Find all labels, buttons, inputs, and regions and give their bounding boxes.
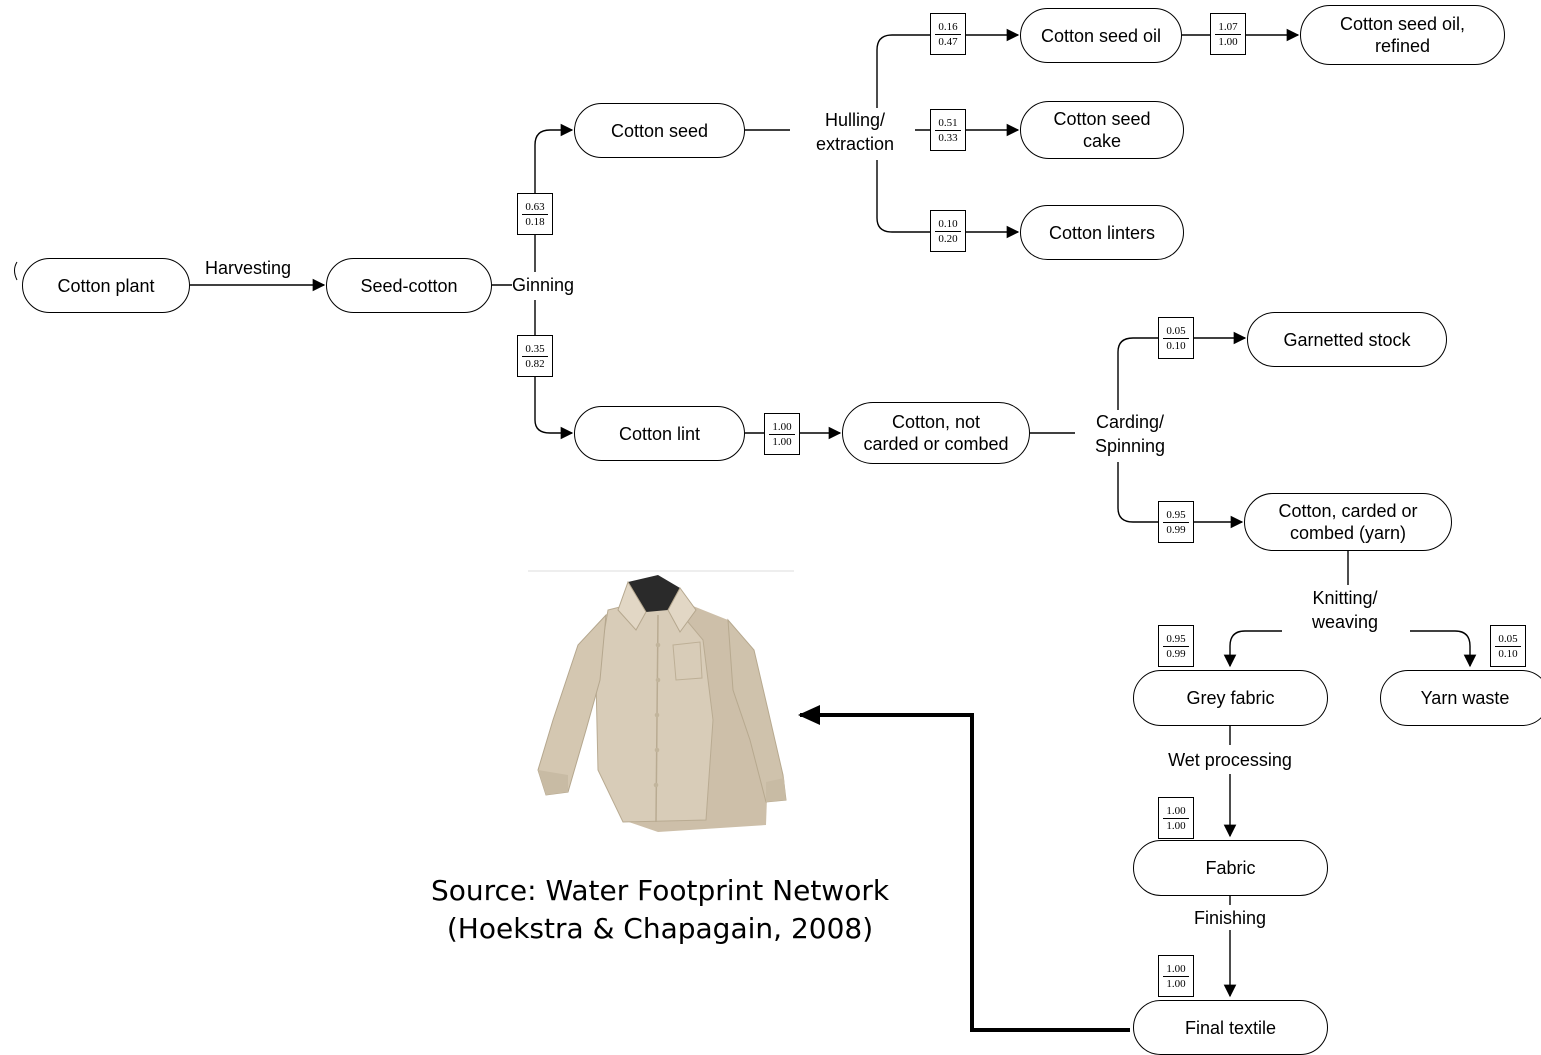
node-cotton-seed-oil-refined: Cotton seed oil,refined bbox=[1300, 5, 1505, 65]
node-cotton-lint: Cotton lint bbox=[574, 406, 745, 461]
process-ginning: Ginning bbox=[512, 273, 575, 297]
node-seed-cotton: Seed-cotton bbox=[326, 258, 492, 313]
process-harvesting: Harvesting bbox=[205, 258, 292, 278]
node-yarn-waste: Yarn waste bbox=[1380, 670, 1541, 726]
node-cotton-plant: Cotton plant bbox=[22, 258, 190, 313]
node-cotton-linters: Cotton linters bbox=[1020, 205, 1184, 260]
process-knitting-weaving: Knitting/weaving bbox=[1290, 586, 1400, 634]
process-carding-spinning: Carding/Spinning bbox=[1080, 410, 1180, 458]
node-cotton-seed: Cotton seed bbox=[574, 103, 745, 158]
node-cotton-seed-oil: Cotton seed oil bbox=[1020, 8, 1182, 63]
shirt-image bbox=[528, 570, 794, 832]
node-fabric: Fabric bbox=[1133, 840, 1328, 896]
node-garnetted-stock: Garnetted stock bbox=[1247, 312, 1447, 367]
source-caption: Source: Water Footprint Network (Hoekstr… bbox=[430, 874, 890, 945]
process-finishing: Finishing bbox=[1180, 906, 1280, 930]
process-hulling-extraction: Hulling/extraction bbox=[800, 108, 910, 156]
node-grey-fabric: Grey fabric bbox=[1133, 670, 1328, 726]
node-final-textile: Final textile bbox=[1133, 1000, 1328, 1055]
process-wet-processing: Wet processing bbox=[1150, 748, 1310, 772]
